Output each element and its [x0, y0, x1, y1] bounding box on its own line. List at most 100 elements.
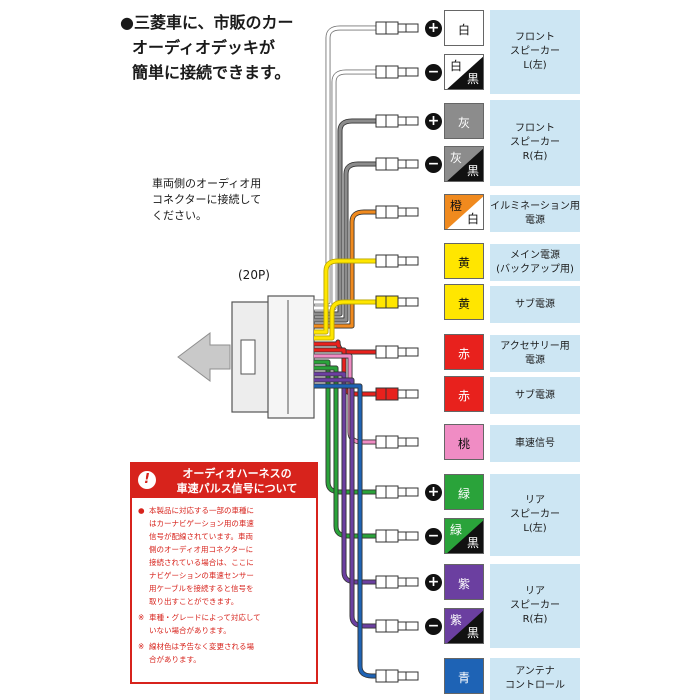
female-terminal-icon — [375, 295, 419, 309]
wire-color-swatch: 灰黒 — [444, 146, 484, 182]
wire-color-label: 橙 — [450, 199, 463, 213]
wire-stripe-color — [445, 519, 483, 553]
circuit-label-line: コントロール — [505, 680, 565, 691]
notice-item-line: はカーナビゲーション用の車速 — [149, 519, 254, 528]
plus-icon: + — [425, 574, 442, 591]
connector-note-line: コネクターに接続して — [152, 193, 262, 206]
wire-2 — [314, 70, 376, 310]
circuit-label-line: L(左) — [523, 523, 547, 534]
wire-color-swatch: 桃 — [444, 424, 484, 460]
male-terminal-icon — [375, 21, 419, 35]
male-terminal-icon — [375, 669, 419, 683]
notice-item-line: 用ケーブルを接続すると信号を — [149, 584, 254, 593]
circuit-label-line: サブ電源 — [515, 390, 555, 401]
minus-icon: − — [425, 64, 442, 81]
wire-color-swatch: 白黒 — [444, 54, 484, 90]
minus-icon: − — [425, 156, 442, 173]
male-terminal-icon — [375, 65, 419, 79]
notice-item-line: 接続されている場合は、ここに — [149, 558, 254, 567]
headline-line: 簡単に接続できます。 — [132, 63, 291, 82]
male-terminal-icon — [375, 435, 419, 449]
circuit-label-line: R(右) — [522, 614, 548, 625]
headline-line: ●三菱車に、市販のカー — [120, 13, 294, 32]
notice-item-line: 合があります。 — [149, 655, 201, 664]
circuit-label-line: (バックアップ用) — [496, 264, 574, 275]
wire-1 — [314, 26, 376, 304]
circuit-label-panel: 車速信号 — [490, 425, 580, 462]
male-terminal-icon — [375, 205, 419, 219]
wire-15 — [314, 384, 376, 678]
plus-icon: + — [425, 20, 442, 37]
wire-color-label: 灰 — [458, 116, 471, 130]
wire-color-swatch: 黄 — [444, 284, 484, 320]
notice-item: ●本製品に対応する一部の車種にはカーナビゲーション用の車速信号が配線されています… — [138, 504, 314, 608]
circuit-label-panel: サブ電源 — [490, 377, 580, 414]
notice-item-line: 信号が配線されています。車両 — [149, 532, 254, 541]
wire-3 — [314, 119, 376, 316]
warning-icon: ! — [138, 471, 156, 489]
circuit-label-panel: リアスピーカー R(右) — [490, 564, 580, 648]
minus-icon: − — [425, 618, 442, 635]
connector-pin-count: (20P) — [238, 268, 270, 282]
wire-color-label: 白 — [450, 59, 463, 73]
notice-item-line: いない場合があります。 — [149, 626, 231, 635]
wire-14 — [314, 378, 376, 628]
circuit-label-line: フロント — [515, 123, 555, 134]
wire-stripe-label: 黒 — [466, 626, 479, 640]
headline-line: オーディオデッキが — [132, 38, 275, 57]
notice-title-line: オーディオハーネスの — [182, 467, 292, 480]
circuit-label-line: L(左) — [523, 60, 547, 71]
wire-color-swatch: 紫黒 — [444, 608, 484, 644]
wire-11 — [314, 360, 376, 494]
notice-item-mark: ※ — [138, 613, 145, 622]
direction-arrow-icon — [177, 332, 231, 382]
notice-item: ※線材色は予告なく変更される場合があります。 — [138, 640, 314, 666]
circuit-label-line: スピーカー — [510, 509, 560, 520]
male-terminal-icon — [375, 575, 419, 589]
notice-item: ※車種・グレードによって対応していない場合があります。 — [138, 611, 314, 637]
wire-color-label: 黄 — [458, 297, 471, 311]
wire-color-swatch: 赤 — [444, 376, 484, 412]
plus-icon: + — [425, 484, 442, 501]
circuit-label-line: リア — [525, 495, 545, 506]
notice-item-line: ナビゲーションの車速センサー — [149, 571, 254, 580]
male-terminal-icon — [375, 619, 419, 633]
wire-color-label: 灰 — [450, 151, 463, 165]
wire-color-label: 青 — [458, 671, 471, 685]
circuit-label-line: スピーカー — [510, 46, 560, 57]
circuit-label-panel: リアスピーカー L(左) — [490, 474, 580, 556]
headline: ●三菱車に、市販のカー オーディオデッキが 簡単に接続できます。 — [120, 10, 360, 85]
wire-color-label: 桃 — [458, 437, 471, 451]
circuit-label-panel: イルミネーション用電源 — [490, 195, 580, 232]
circuit-label-panel: アクセサリー用電源 — [490, 335, 580, 372]
wire-color-label: 緑 — [458, 487, 471, 501]
connector-note-line: 車両側のオーディオ用 — [152, 177, 262, 190]
notice-title-line: 車速パルス信号について — [176, 482, 298, 495]
male-terminal-icon — [375, 529, 419, 543]
wire-stripe-color — [445, 55, 483, 89]
connector-note: 車両側のオーディオ用 コネクターに接続して ください。 — [152, 176, 302, 224]
circuit-label-line: 電源 — [525, 215, 545, 226]
notice-box: ! オーディオハーネスの 車速パルス信号について ●本製品に対応する一部の車種に… — [130, 462, 318, 684]
male-terminal-icon — [375, 254, 419, 268]
circuit-label-panel: アンテナコントロール — [490, 658, 580, 700]
notice-header: ! オーディオハーネスの 車速パルス信号について — [132, 464, 316, 498]
wire-12 — [314, 366, 376, 538]
minus-icon: − — [425, 528, 442, 545]
harness-connector — [231, 295, 315, 419]
wire-color-swatch: 青 — [444, 658, 484, 694]
wire-color-label: 紫 — [450, 613, 463, 627]
male-terminal-icon — [375, 114, 419, 128]
wire-color-swatch: 紫 — [444, 564, 484, 600]
wire-color-label: 赤 — [458, 347, 471, 361]
notice-item-line: 側のオーディオ用コネクターに — [149, 545, 254, 554]
wire-color-swatch: 白 — [444, 10, 484, 46]
connector-note-line: ください。 — [152, 209, 207, 222]
male-terminal-icon — [375, 345, 419, 359]
wire-stripe-color — [445, 147, 483, 181]
circuit-label-line: スピーカー — [510, 600, 560, 611]
circuit-label-line: リア — [525, 586, 545, 597]
